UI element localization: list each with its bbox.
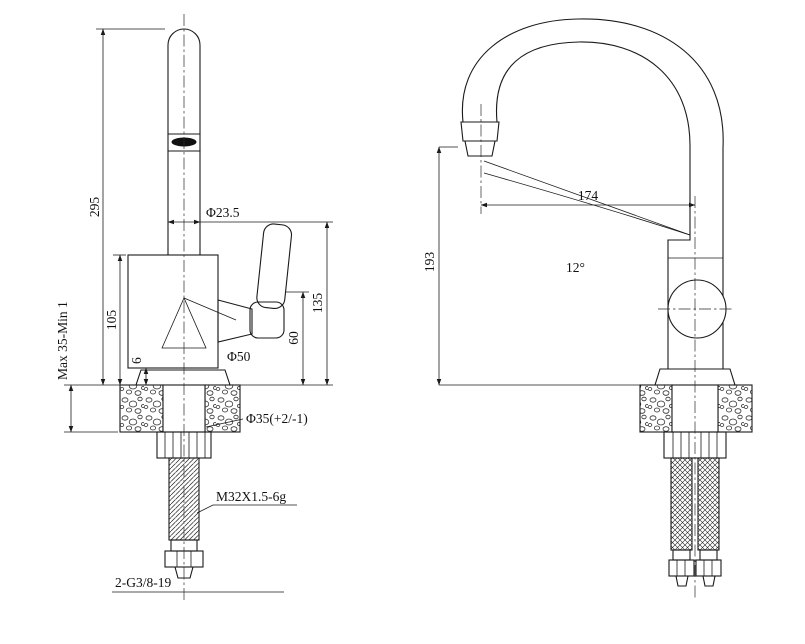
side-spout — [460, 18, 724, 369]
dim-spout-reach-label: 174 — [578, 188, 599, 203]
dim-spout-height-label: 193 — [422, 252, 437, 273]
side-handle-boss — [667, 279, 727, 339]
dim-flange-height-label: 6 — [129, 357, 144, 364]
dim-base-diameter-label: Φ50 — [227, 349, 251, 364]
side-undermount — [663, 431, 727, 587]
dim-spout-height: 193 — [422, 146, 652, 386]
dim-total-height-label: 295 — [87, 197, 102, 218]
dim-flange-height: 6 — [129, 357, 149, 386]
dim-handle-pivot-height-label: 60 — [286, 331, 301, 345]
dim-hose-thread-label: 2-G3/8-19 — [115, 575, 171, 590]
dim-shank-thread-label: M32X1.5-6g — [216, 489, 286, 504]
dim-hole-diameter-label: Φ35(+2/-1) — [246, 411, 308, 426]
side-view: 193 174 12° — [422, 18, 753, 600]
dim-base-diameter: Φ50 — [227, 349, 251, 364]
dim-outlet-angle: 12° — [483, 160, 691, 275]
dim-mount-thickness-label: Max 35-Min 1 — [55, 301, 70, 380]
side-outlet — [460, 121, 500, 142]
front-base-flange — [135, 369, 231, 386]
front-body — [127, 254, 237, 369]
dim-hole-diameter: Φ35(+2/-1) — [205, 411, 308, 428]
front-undermount — [156, 431, 212, 579]
dim-mount-thickness: Max 35-Min 1 — [55, 301, 118, 433]
dim-handle-height: 135 — [234, 221, 333, 386]
side-hose-right — [697, 457, 720, 551]
dim-hose-thread: 2-G3/8-19 — [112, 575, 284, 593]
dim-spout-diameter-label: Φ23.5 — [206, 205, 240, 220]
front-countertop — [119, 384, 241, 433]
dim-body-height: 105 — [104, 254, 126, 386]
dim-outlet-angle-label: 12° — [566, 260, 585, 275]
dim-handle-height-label: 135 — [310, 293, 325, 314]
dim-spout-diameter: Φ23.5 — [167, 205, 333, 225]
side-aerator-icon — [464, 140, 496, 157]
front-view: 295 105 Max 35-Min 1 6 Φ23.5 — [55, 14, 333, 602]
side-countertop — [639, 384, 753, 433]
dim-shank-thread: M32X1.5-6g — [196, 489, 297, 514]
front-handle — [217, 223, 293, 343]
dim-spout-reach: 174 — [480, 188, 696, 208]
dim-body-height-label: 105 — [104, 310, 119, 331]
dim-handle-pivot-height: 60 — [286, 291, 309, 386]
side-hose-left — [670, 457, 693, 551]
dim-total-height: 295 — [64, 28, 165, 386]
